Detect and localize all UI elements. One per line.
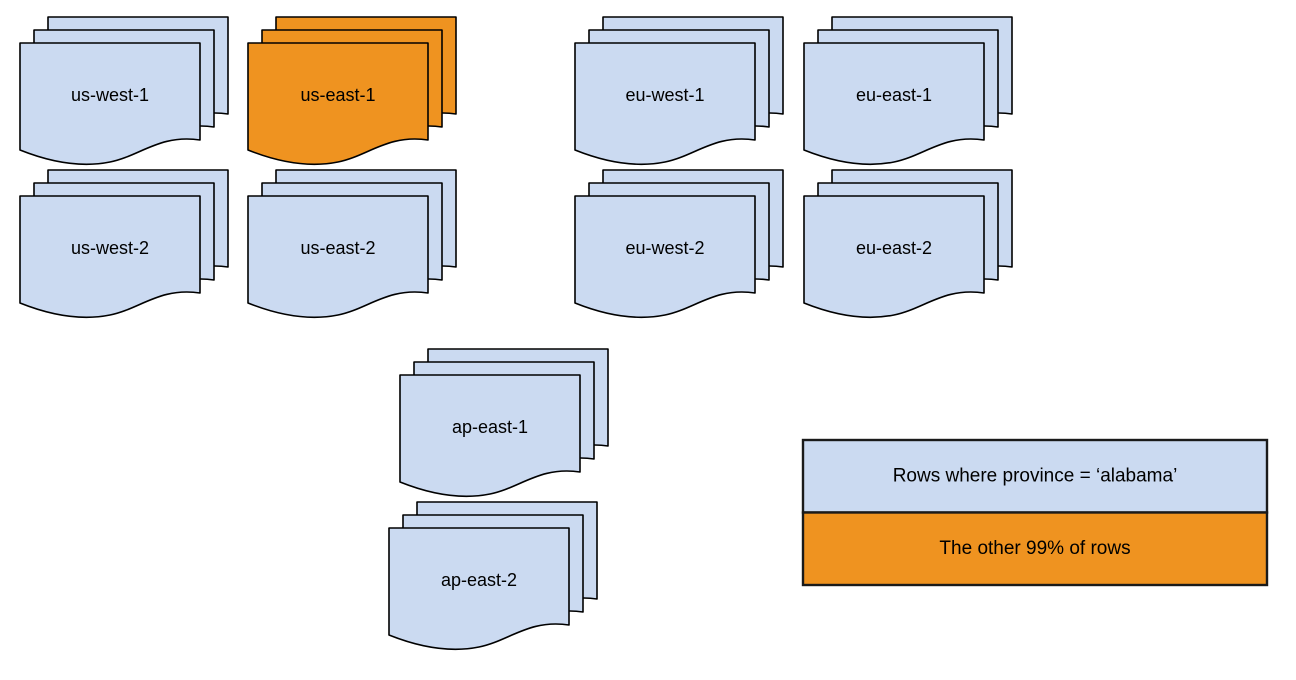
legend-rows-alabama: Rows where province = ‘alabama’ xyxy=(801,438,1269,514)
document-stack-label: us-east-1 xyxy=(300,85,375,105)
document-stack-us-west-2[interactable]: us-west-2 xyxy=(19,169,229,319)
document-stack-label: eu-west-2 xyxy=(625,238,704,258)
document-stack-eu-west-1[interactable]: eu-west-1 xyxy=(574,16,784,166)
document-stack-us-east-2[interactable]: us-east-2 xyxy=(247,169,457,319)
document-stack-eu-east-1[interactable]: eu-east-1 xyxy=(803,16,1013,166)
legend-label: The other 99% of rows xyxy=(939,538,1130,559)
document-stack-ap-east-1[interactable]: ap-east-1 xyxy=(399,348,609,498)
document-stack-label: us-west-2 xyxy=(71,238,149,258)
document-stack-ap-east-2[interactable]: ap-east-2 xyxy=(388,501,598,651)
legend-swatch xyxy=(801,511,1269,587)
legend: Rows where province = ‘alabama’ The other… xyxy=(801,438,1269,587)
document-stack-label: eu-east-2 xyxy=(856,238,932,258)
document-stack-label: eu-west-1 xyxy=(625,85,704,105)
document-stack-label: ap-east-2 xyxy=(441,570,517,590)
document-stack-eu-west-2[interactable]: eu-west-2 xyxy=(574,169,784,319)
document-stack-label: ap-east-1 xyxy=(452,417,528,437)
document-stack-label: us-east-2 xyxy=(300,238,375,258)
legend-other-rows: The other 99% of rows xyxy=(801,511,1269,587)
region-stack-group: us-west-1 us-east-1 eu-west-1 eu-east-1 us-w… xyxy=(19,16,1013,651)
document-stack-label: us-west-1 xyxy=(71,85,149,105)
document-stack-label: eu-east-1 xyxy=(856,85,932,105)
document-stack-us-east-1[interactable]: us-east-1 xyxy=(247,16,457,166)
document-stack-us-west-1[interactable]: us-west-1 xyxy=(19,16,229,166)
legend-swatch xyxy=(801,438,1269,514)
document-stack-eu-east-2[interactable]: eu-east-2 xyxy=(803,169,1013,319)
legend-label: Rows where province = ‘alabama’ xyxy=(893,465,1178,486)
